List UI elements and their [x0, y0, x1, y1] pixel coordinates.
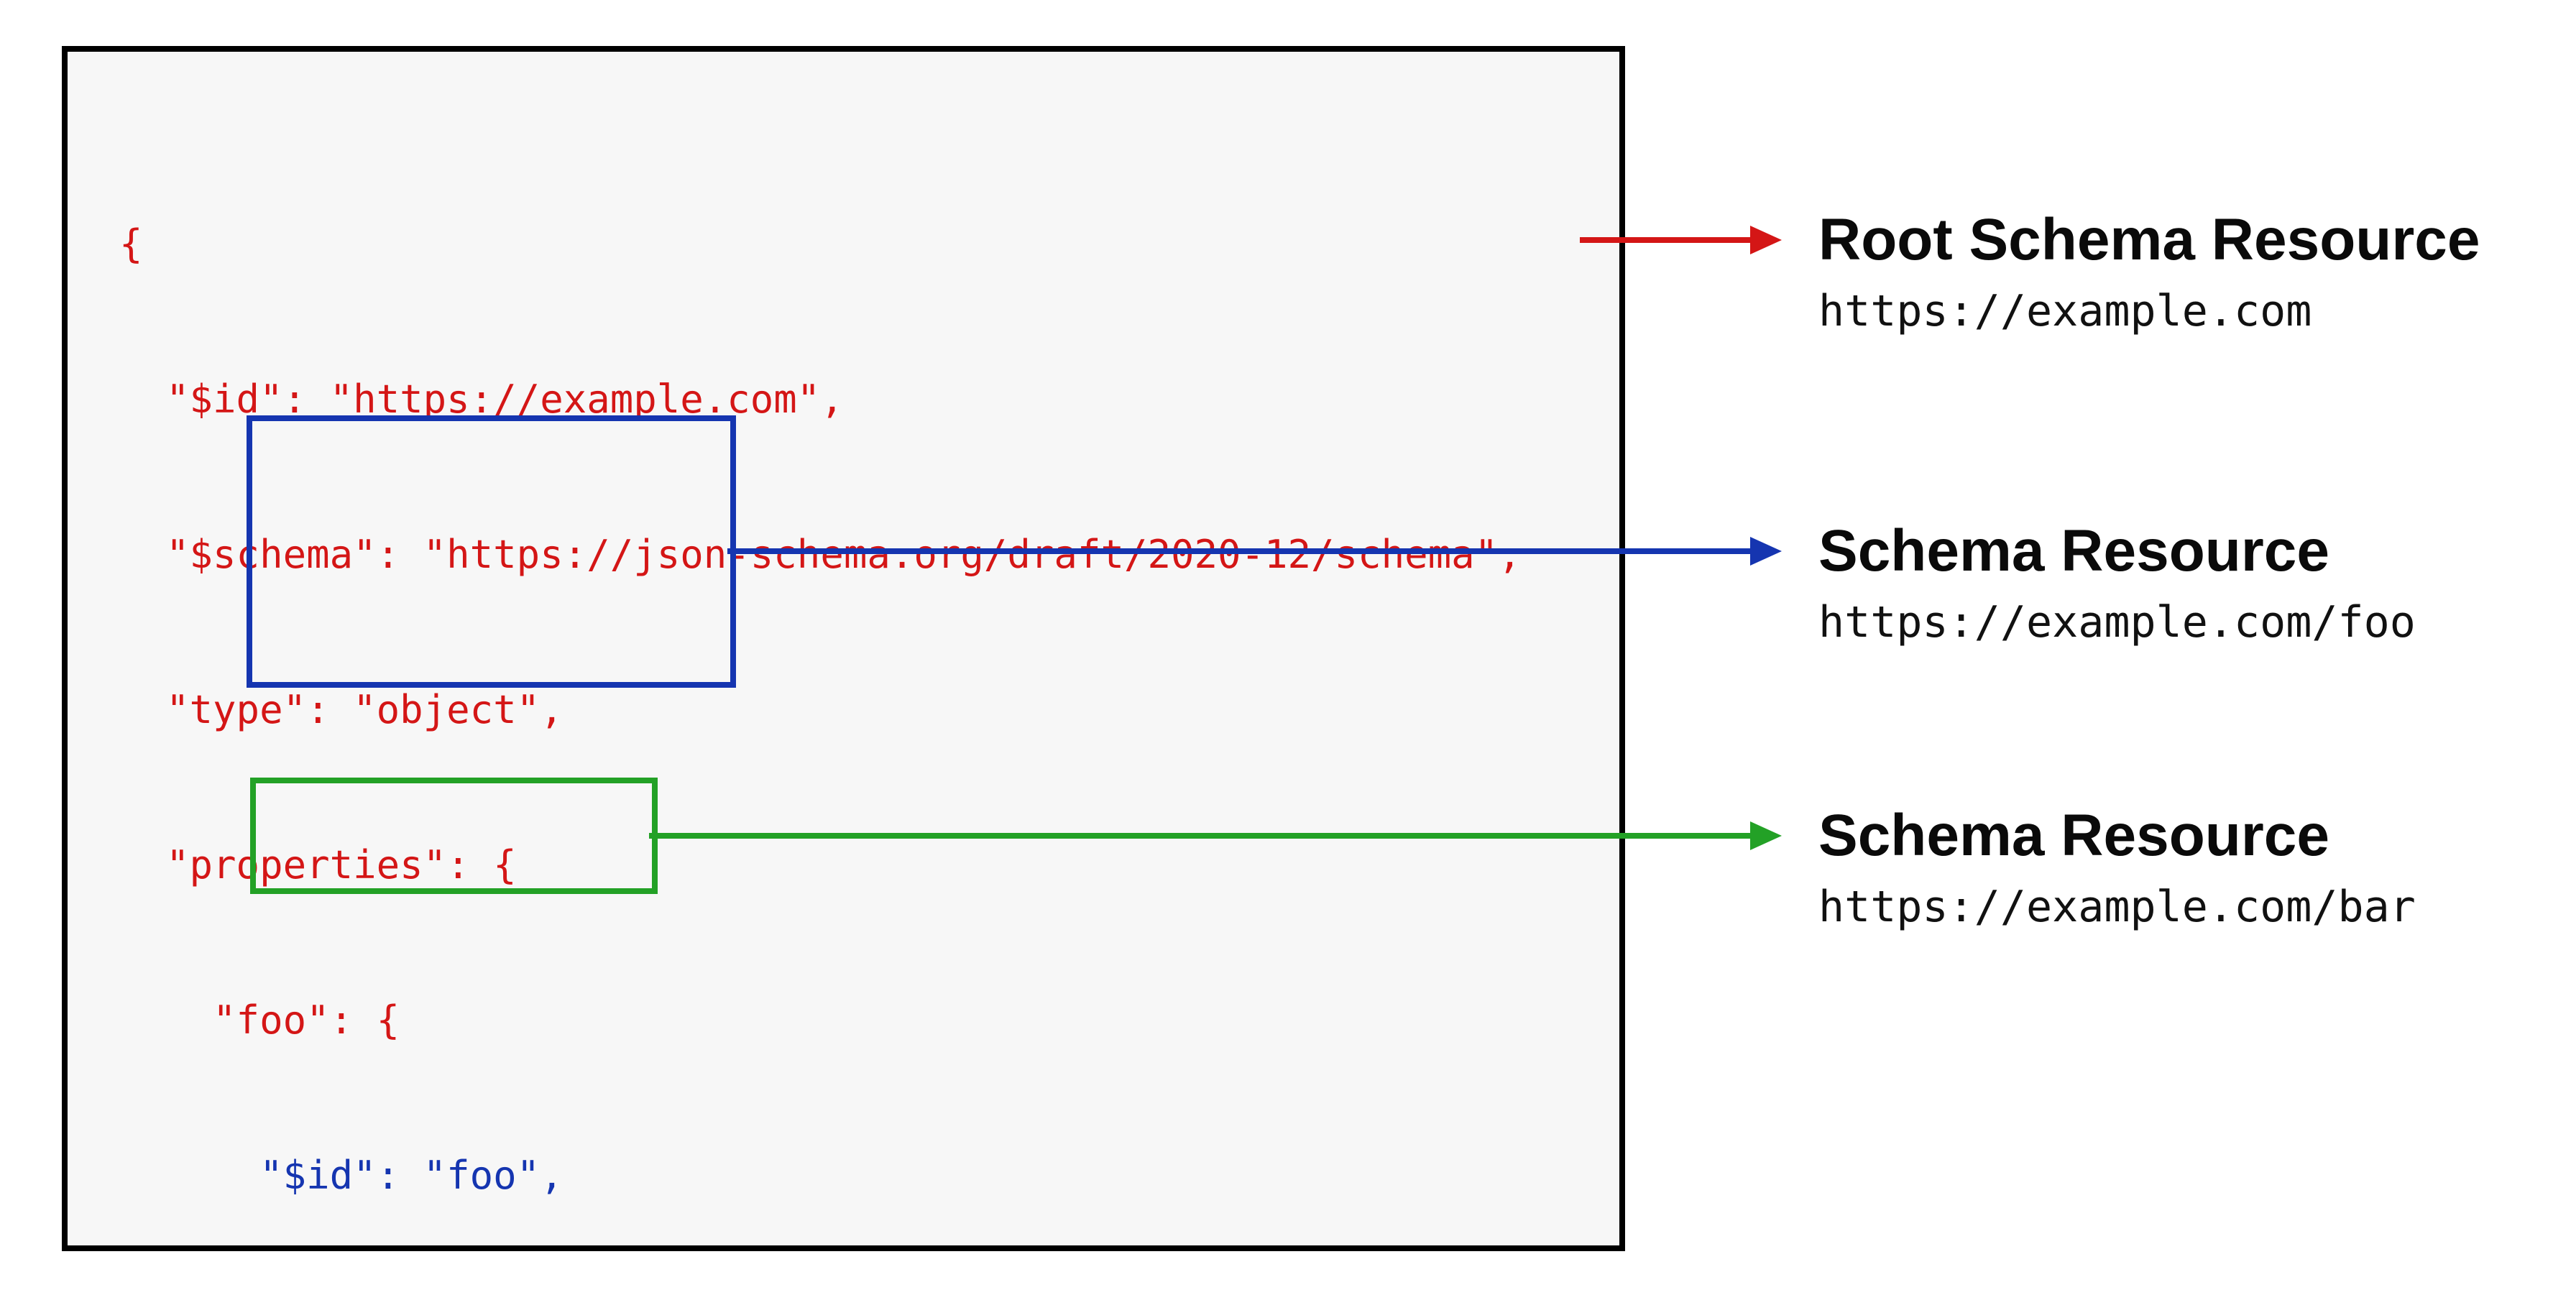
- bar-schema-resource-box: [250, 778, 658, 894]
- foo-schema-resource-box: [247, 415, 736, 688]
- annotation-url: https://example.com/foo: [1818, 597, 2416, 648]
- annotation-title: Schema Resource: [1818, 803, 2330, 868]
- annotation-title: Schema Resource: [1818, 518, 2330, 584]
- arrow-right-icon: [1750, 821, 1782, 850]
- arrow-line: [649, 833, 1755, 839]
- code-line: "type": "object",: [119, 687, 564, 732]
- schema-code-panel: [62, 46, 1625, 1251]
- annotation-url: https://example.com: [1818, 286, 2312, 336]
- json-schema-code: { "$id": "https://example.com", "$schema…: [119, 115, 1522, 1295]
- code-line: "foo": {: [119, 997, 400, 1043]
- arrow-right-icon: [1750, 537, 1782, 566]
- annotation-url: https://example.com/bar: [1818, 882, 2416, 932]
- code-line: "$id": "https://example.com",: [119, 377, 844, 422]
- arrow-line: [1580, 237, 1755, 243]
- annotation-title: Root Schema Resource: [1818, 207, 2480, 272]
- code-line: "properties": {: [119, 842, 517, 888]
- arrow-right-icon: [1750, 226, 1782, 254]
- code-line: "$schema": "https://json-schema.org/draf…: [119, 532, 1522, 577]
- annotation-bar-schema: Schema Resource https://example.com/bar: [1818, 801, 2416, 932]
- code-line: {: [119, 221, 143, 267]
- code-line: "$id": "foo",: [119, 1153, 564, 1198]
- annotation-root-schema: Root Schema Resource https://example.com: [1818, 206, 2480, 336]
- arrow-line: [727, 548, 1755, 554]
- annotation-foo-schema: Schema Resource https://example.com/foo: [1818, 517, 2416, 648]
